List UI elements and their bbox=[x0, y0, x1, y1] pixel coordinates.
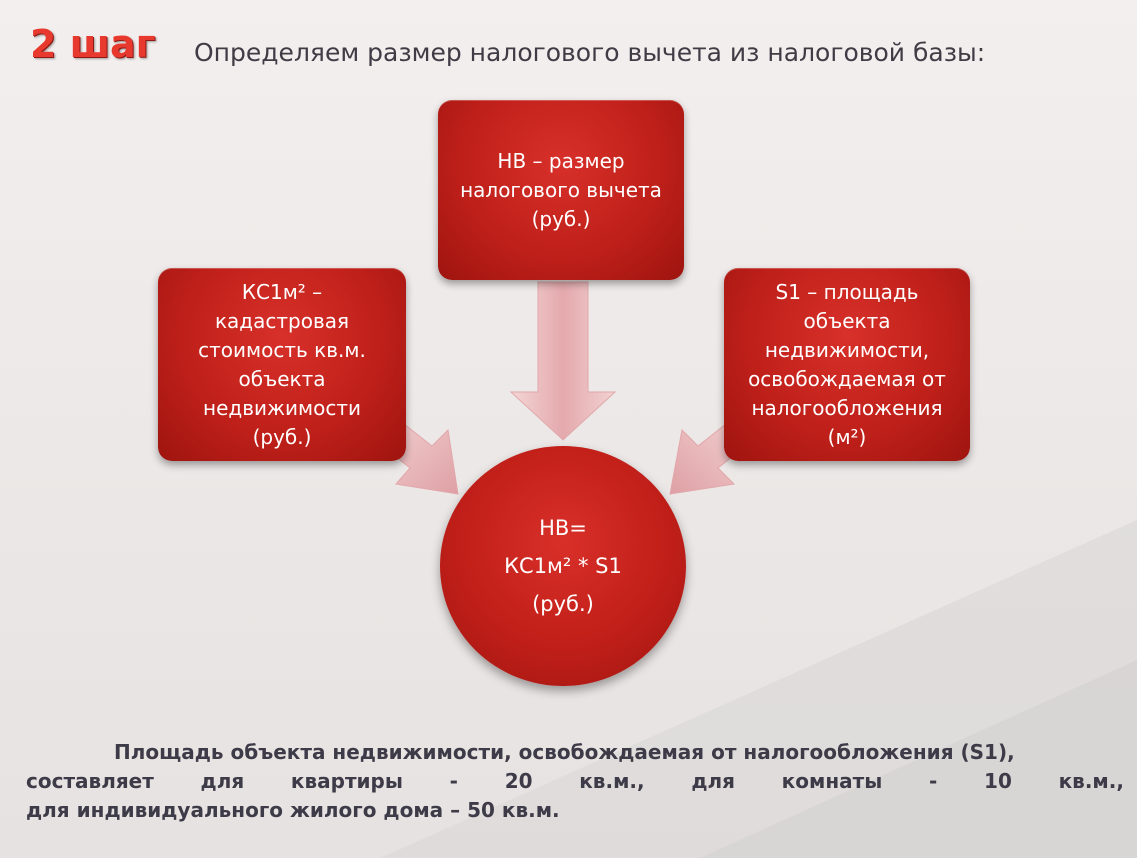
note-line-3: для индивидуального жилого дома – 50 кв.… bbox=[26, 798, 560, 822]
box-line: стоимость кв.м. bbox=[198, 337, 366, 362]
note-word: - bbox=[929, 769, 938, 793]
formula-line: КС1м² * S1 bbox=[504, 554, 622, 578]
note-word: - bbox=[449, 769, 458, 793]
note-word: для bbox=[691, 769, 735, 793]
box-line: кадастровая bbox=[214, 308, 350, 333]
note-line-1: Площадь объекта недвижимости, освобождае… bbox=[114, 740, 1015, 764]
cadastral-value-box: КС1м² – кадастровая стоимость кв.м. объе… bbox=[158, 268, 406, 461]
formula-circle: НВ= КС1м² * S1 (руб.) bbox=[440, 446, 686, 686]
area-note: Площадь объекта недвижимости, освобождае… bbox=[26, 738, 1124, 825]
tax-deduction-box: НВ – размер налогового вычета (руб.) bbox=[438, 100, 684, 280]
box-line: (руб.) bbox=[252, 424, 312, 449]
box-line: объекта bbox=[803, 308, 891, 333]
box-line: налогообложения bbox=[751, 395, 943, 420]
note-word: для bbox=[200, 769, 245, 793]
box-line: объекта bbox=[238, 366, 326, 391]
box-line: освобождаемая от bbox=[748, 366, 946, 391]
note-word: составляет bbox=[26, 769, 154, 793]
box-line: налогового вычета bbox=[460, 177, 662, 202]
note-word: кв.м., bbox=[579, 769, 645, 793]
note-word: квартиры bbox=[290, 769, 403, 793]
note-word: комнаты bbox=[781, 769, 883, 793]
note-word: кв.м., bbox=[1058, 769, 1124, 793]
step-label: 2 шаг bbox=[30, 22, 156, 66]
note-word: 20 bbox=[504, 769, 533, 793]
box-line: (м²) bbox=[827, 424, 867, 449]
formula-line: (руб.) bbox=[532, 592, 594, 616]
box-line: КС1м² – bbox=[241, 279, 323, 304]
page-heading: Определяем размер налогового вычета из н… bbox=[194, 38, 986, 67]
box-line: НВ – размер bbox=[497, 148, 625, 173]
box-line: (руб.) bbox=[531, 206, 591, 231]
box-line: S1 – площадь bbox=[775, 279, 919, 304]
box-line: недвижимости bbox=[203, 395, 361, 420]
exempt-area-box: S1 – площадь объекта недвижимости, освоб… bbox=[724, 268, 970, 461]
formula-line: НВ= bbox=[539, 516, 587, 540]
note-word: 10 bbox=[984, 769, 1012, 793]
note-line-2: составляет для квартиры - 20 кв.м., для … bbox=[26, 767, 1124, 796]
box-line: недвижимости, bbox=[764, 337, 930, 362]
arrow-top-down bbox=[509, 281, 617, 441]
